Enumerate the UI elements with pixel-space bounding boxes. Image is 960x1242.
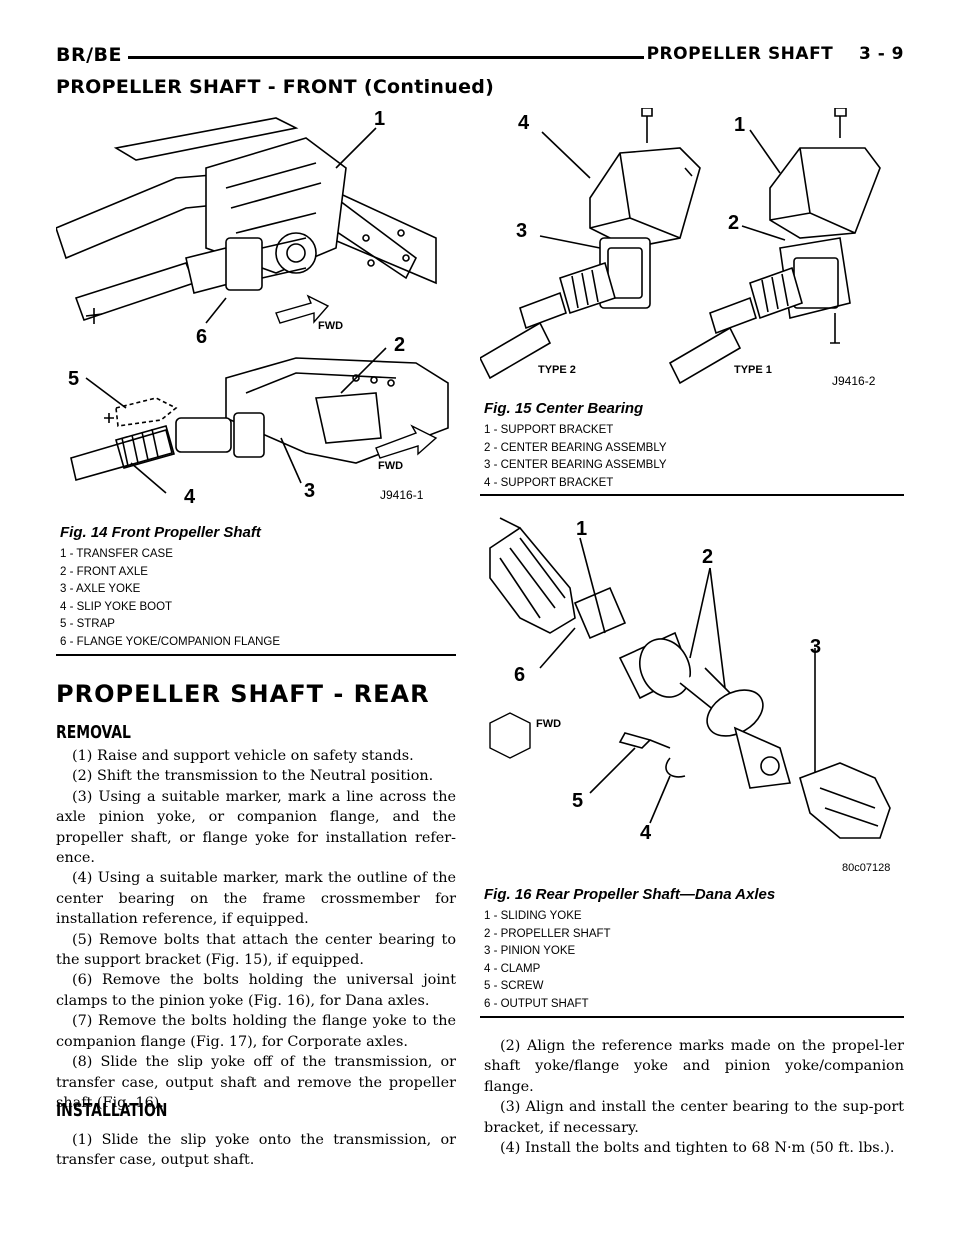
installation-heading: INSTALLATION	[56, 1100, 168, 1121]
fig15-caption: Fig. 15 Center Bearing	[484, 400, 644, 417]
callout-4: 4	[184, 486, 196, 508]
step: (6) Remove the bolts holding the univers…	[56, 972, 456, 1009]
illustration-code: J9416-2	[832, 374, 876, 388]
fig16-caption: Fig. 16 Rear Propeller Shaft—Dana Axles	[484, 886, 776, 903]
callout-3: 3	[810, 636, 822, 658]
legend-item: 6 - FLANGE YOKE/COMPANION FLANGE	[60, 635, 281, 648]
callout-4: 4	[518, 112, 530, 134]
figure-14: 1 2 3 4 5 6 FWD FWD J9416-1	[56, 108, 456, 518]
legend-item: 3 - AXLE YOKE	[60, 583, 141, 596]
fig16-rule	[480, 1016, 904, 1018]
legend-item: 1 - TRANSFER CASE	[60, 548, 173, 560]
legend-item: 3 - CENTER BEARING ASSEMBLY	[484, 459, 667, 472]
callout-3: 3	[304, 480, 316, 502]
legend-item: 2 - FRONT AXLE	[60, 565, 148, 578]
legend-item: 5 - SCREW	[484, 980, 544, 993]
step: (5) Remove bolts that attach the center …	[56, 931, 456, 969]
callout-4: 4	[640, 822, 652, 844]
illustration-code: J9416-1	[380, 488, 424, 502]
callout-3: 3	[516, 220, 528, 242]
callout-2: 2	[394, 334, 406, 356]
type-2-label: TYPE 2	[538, 364, 576, 376]
illustration-code: 80c07128	[842, 862, 891, 874]
legend-item: 1 - SUPPORT BRACKET	[484, 424, 614, 436]
legend-item: 5 - STRAP	[60, 618, 115, 631]
legend-item: 1 - SLIDING YOKE	[484, 910, 582, 922]
legend-item: 4 - CLAMP	[484, 962, 541, 975]
step: (4) Using a suitable marker, mark the ou…	[56, 870, 456, 928]
step: (8) Slide the slip yoke off of the trans…	[56, 1054, 456, 1111]
legend-item: 2 - PROPELLER SHAFT	[484, 927, 611, 940]
header-rule	[128, 56, 644, 59]
callout-1: 1	[576, 518, 588, 540]
legend-item: 4 - SUPPORT BRACKET	[484, 476, 614, 489]
legend-item: 4 - SLIP YOKE BOOT	[60, 600, 173, 613]
step: (7) Remove the bolts holding the flange …	[56, 1013, 456, 1050]
fig14-rule	[56, 654, 456, 656]
figure-15: 4 3 1 2 TYPE 2 TYPE 1 J9416-2	[480, 108, 904, 398]
fig15-legend: 1 - SUPPORT BRACKET 2 - CENTER BEARING A…	[484, 422, 667, 492]
callout-2: 2	[702, 546, 714, 568]
rear-propeller-shaft-illustration	[489, 517, 891, 839]
legend-item: 3 - PINION YOKE	[484, 945, 576, 958]
step: (2) Align the reference marks made on th…	[484, 1038, 904, 1095]
legend-item: 6 - OUTPUT SHAFT	[484, 997, 589, 1010]
step: (3) Using a suitable marker, mark a line…	[56, 788, 456, 867]
center-bearing-illustration	[480, 108, 881, 385]
callout-5: 5	[68, 368, 80, 390]
callout-6: 6	[514, 664, 526, 686]
callout-6: 6	[196, 326, 208, 348]
header-model: BR/BE	[56, 44, 123, 66]
installation-steps-right: (2) Align the reference marks made on th…	[484, 1036, 904, 1158]
fig16-legend: 1 - SLIDING YOKE 2 - PROPELLER SHAFT 3 -…	[484, 908, 611, 1014]
step: (1) Slide the slip yoke onto the transmi…	[56, 1132, 456, 1169]
type-1-label: TYPE 1	[734, 364, 772, 376]
front-propeller-shaft-illustration	[56, 117, 449, 494]
figure-16: 1 2 3 6 5 4 FWD 80c07128	[480, 508, 904, 884]
legend-item: 2 - CENTER BEARING ASSEMBLY	[484, 441, 667, 454]
removal-steps: (1) Raise and support vehicle on safety …	[56, 746, 456, 1113]
callout-1: 1	[734, 114, 746, 136]
callout-1: 1	[374, 108, 386, 130]
header-section-page: PROPELLER SHAFT 3 - 9	[646, 44, 904, 64]
fwd-label-upper: FWD	[318, 320, 344, 332]
fwd-label-lower: FWD	[378, 460, 404, 472]
step: (3) Align and install the center bearing…	[484, 1099, 904, 1136]
step: (2) Shift the transmission to the Neutra…	[72, 768, 434, 785]
callout-2: 2	[728, 212, 740, 234]
fig14-legend: 1 - TRANSFER CASE 2 - FRONT AXLE 3 - AXL…	[60, 546, 280, 652]
installation-steps-left: (1) Slide the slip yoke onto the transmi…	[56, 1130, 456, 1171]
fwd-label: FWD	[536, 718, 562, 730]
callout-5: 5	[572, 790, 584, 812]
step: (4) Install the bolts and tighten to 68 …	[500, 1140, 895, 1157]
fig14-caption: Fig. 14 Front Propeller Shaft	[60, 524, 261, 541]
fig15-rule	[480, 494, 904, 496]
section-title: PROPELLER SHAFT - REAR	[56, 680, 430, 708]
continued-heading: PROPELLER SHAFT - FRONT (Continued)	[56, 76, 495, 98]
removal-heading: REMOVAL	[56, 722, 131, 743]
page-header: BR/BE PROPELLER SHAFT 3 - 9	[56, 44, 904, 76]
step: (1) Raise and support vehicle on safety …	[72, 748, 414, 764]
